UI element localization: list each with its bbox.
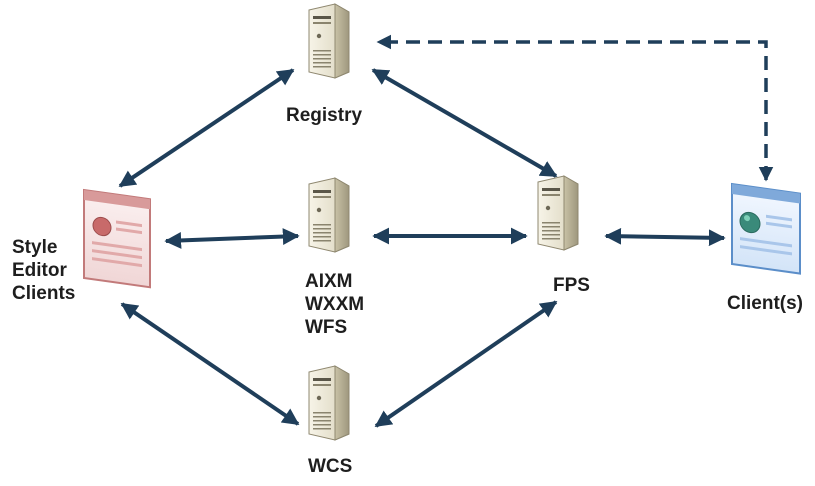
server-registry <box>308 3 350 79</box>
edge-client-registry-dashed <box>376 34 774 182</box>
edge-registry-fps <box>371 68 558 178</box>
server-aixm <box>308 177 350 253</box>
edge-fps-client <box>604 227 726 247</box>
edge-wcs-fps <box>374 300 558 428</box>
label-aixm-wxxm-wfs: AIXM WXXM WFS <box>305 271 365 338</box>
server-icon <box>308 365 350 441</box>
browser-window-icon <box>83 188 151 289</box>
server-icon <box>537 175 579 251</box>
label-clients: Client(s) <box>727 293 803 314</box>
style-editor-window <box>83 188 151 289</box>
server-fps <box>537 175 579 251</box>
server-icon <box>308 3 350 79</box>
label-style-editor-clients: Style Editor Clients <box>12 237 76 304</box>
client-window <box>731 182 801 275</box>
server-icon <box>308 177 350 253</box>
edge-style-editor-wcs <box>120 302 300 426</box>
edge-style-editor-aixm <box>164 228 300 249</box>
edge-style-editor-registry <box>118 68 295 188</box>
connections <box>118 34 774 428</box>
server-wcs <box>308 365 350 441</box>
label-wcs: WCS <box>308 456 353 477</box>
browser-window-icon <box>731 182 801 275</box>
label-registry: Registry <box>286 105 363 126</box>
label-fps: FPS <box>553 275 590 296</box>
